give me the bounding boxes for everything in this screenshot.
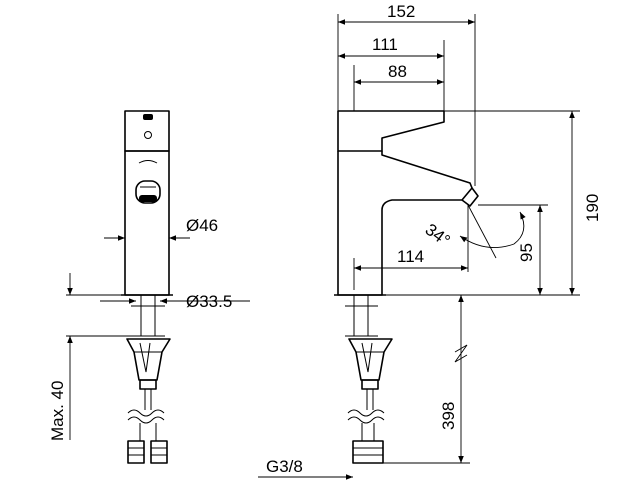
side-view: 152 111 88 190 95 114 34° [258,2,602,480]
front-cap-marker [143,114,153,120]
dim-spout-reach-label: 114 [397,247,424,266]
front-fixing-nut [126,338,171,381]
dim-pipe-length-label: 398 [439,402,458,430]
wave-break-icon [347,409,385,417]
side-spout-tip [461,187,479,207]
dim-spout-angle-label: 34° [422,220,454,250]
front-body [124,150,170,296]
side-body-spout [337,151,473,296]
dim-width-lever-label: 88 [388,62,407,81]
dim-angle-arc-left [459,235,515,249]
side-lever [337,110,445,152]
dim-height-spout-label: 95 [517,243,536,262]
dim-thread-label: G3/8 [266,457,303,476]
dim-width-total-label: 152 [387,2,415,21]
front-connector-nut-right [150,440,168,464]
dim-max-thickness-label: Max. 40 [48,381,67,441]
front-connector-nut-left [127,440,145,464]
side-nut-ring [361,379,379,390]
front-aerator-outlet [139,195,157,202]
front-nut-ring [139,379,157,390]
front-body-curve [138,160,158,164]
side-fixing-nut [348,338,393,381]
front-nut-rib [139,342,151,373]
wave-break-icon [127,409,165,417]
dim-height-total-label: 190 [583,194,602,222]
dim-diameter-base-label: Ø33.5 [186,292,232,311]
front-aerator [135,180,161,204]
dim-diameter-body-label: Ø46 [186,216,218,235]
side-nut-rib [361,342,373,373]
side-connector-nut [352,440,384,464]
dim-398-break-icon [454,344,468,363]
dim-angle-arc-right [513,211,526,245]
dim-angle-leg [467,204,497,259]
dim-width-body-label: 111 [372,35,398,54]
front-view: Ø46 Ø33.5 Max. 40 [48,110,250,464]
front-cap-screw [144,131,152,139]
wave-break-icon [347,416,385,424]
wave-break-icon [127,416,165,424]
